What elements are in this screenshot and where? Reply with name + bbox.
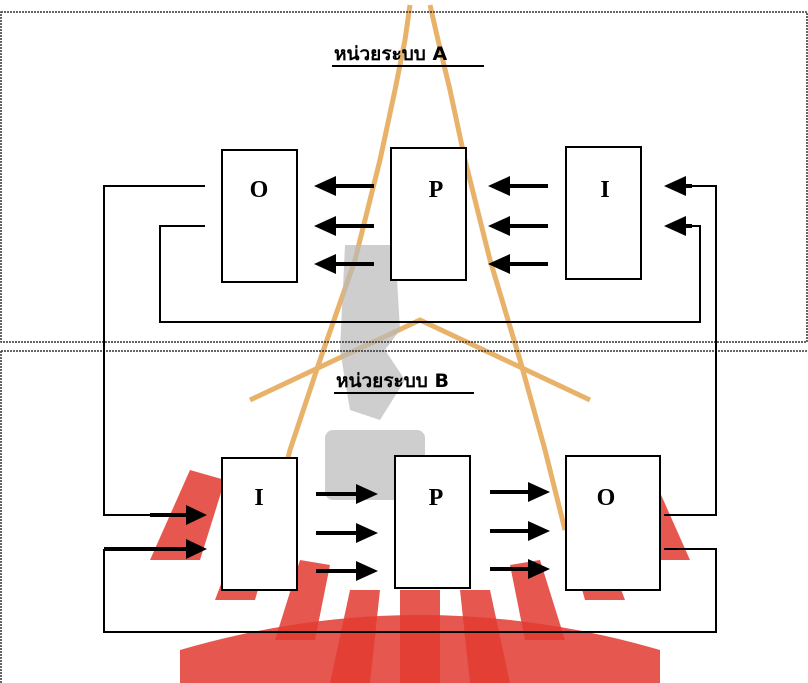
unit-b-arrow-p-to-o-1 <box>490 482 550 502</box>
unit-a-arrow-into-i-1 <box>664 176 692 196</box>
unit-b-process-label: P <box>429 485 444 511</box>
unit-a-process-box <box>390 147 467 281</box>
unit-b-arrow-p-to-o-2 <box>490 521 550 541</box>
unit-a-arrow-i-to-p-3 <box>488 254 548 274</box>
unit-b-arrow-i-to-p-3 <box>316 561 378 581</box>
unit-a-output-label: O <box>250 177 269 203</box>
unit-a-input-box <box>565 146 642 280</box>
unit-a-arrow-p-to-o-3 <box>314 254 374 274</box>
unit-a-output-box <box>221 149 298 283</box>
connector-b-output-to-a-input <box>664 185 717 516</box>
unit-a-arrow-i-to-p-2 <box>488 216 548 236</box>
connector-b-output-feedback-loop <box>103 548 717 633</box>
unit-b-arrow-i-to-p-1 <box>316 484 378 504</box>
unit-a-arrow-i-to-p-1 <box>488 176 548 196</box>
unit-b-arrow-into-i-1 <box>150 505 207 525</box>
unit-a-arrow-p-to-o-1 <box>314 176 374 196</box>
unit-b-output-label: O <box>597 485 616 511</box>
unit-b-arrow-i-to-p-2 <box>316 523 378 543</box>
unit-b-process-box <box>394 455 471 589</box>
connector-a-output-feedback-loop <box>159 225 701 323</box>
unit-b-output-box <box>565 455 661 591</box>
unit-a-input-label: I <box>600 177 609 203</box>
unit-b-input-label: I <box>254 485 263 511</box>
unit-a-arrow-p-to-o-2 <box>314 216 374 236</box>
unit-b-arrow-into-i-2 <box>104 539 207 559</box>
unit-b-heading: หน่วยระบบ B <box>336 370 449 392</box>
unit-b-input-box <box>221 457 298 591</box>
unit-a-heading: หน่วยระบบ A <box>334 43 447 65</box>
unit-a-process-label: P <box>429 177 444 203</box>
unit-b-arrow-p-to-o-3 <box>490 559 550 579</box>
unit-a-arrow-into-i-2 <box>664 216 692 236</box>
unit-a-frame <box>0 11 808 343</box>
connector-a-output-to-b-input <box>103 185 205 516</box>
